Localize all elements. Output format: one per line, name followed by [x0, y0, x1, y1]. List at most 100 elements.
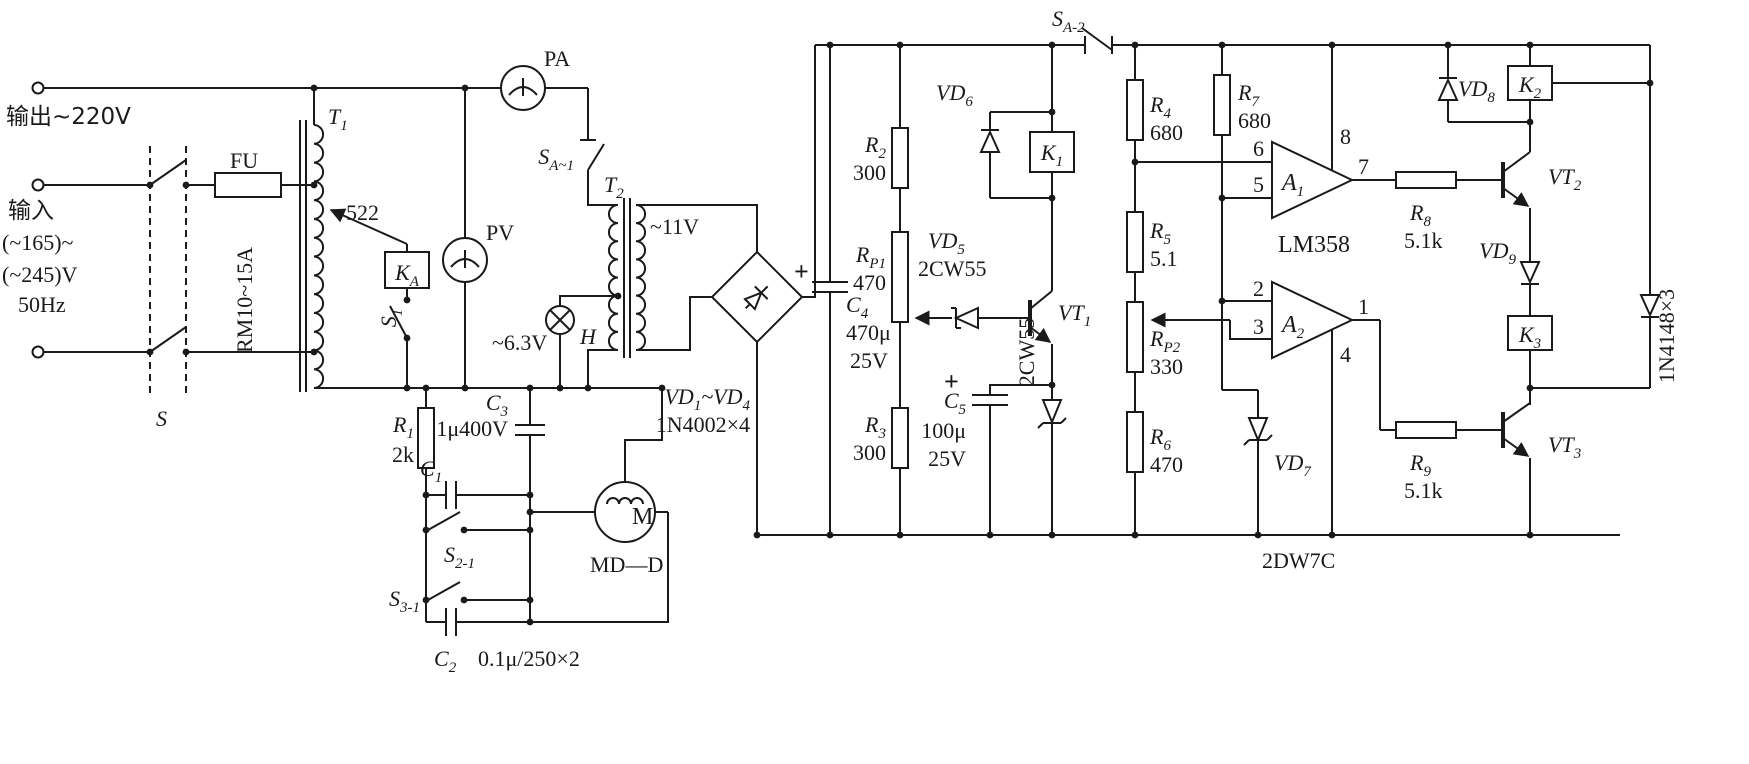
zener-vd7 [1243, 417, 1273, 446]
label-lamp-h: H [579, 324, 597, 349]
resistor-r8 [1395, 171, 1457, 189]
label-r4-value: 680 [1150, 120, 1183, 145]
label-rp1-value: 470 [853, 270, 886, 295]
label-r6: R6 [1149, 424, 1171, 454]
label-pin8: 8 [1340, 124, 1351, 149]
mains-wires [44, 87, 618, 353]
pa-needle [508, 78, 538, 96]
label-c5: C5 [944, 388, 967, 418]
label-vd9: VD9 [1479, 238, 1516, 268]
label-r3-value: 300 [853, 440, 886, 465]
motor-coil [606, 497, 644, 505]
label-pin4: 4 [1340, 342, 1351, 367]
label-range-high: (~245)V [2, 262, 78, 287]
resistor-r2 [891, 127, 909, 189]
label-pin5: 5 [1253, 172, 1264, 197]
label-output-220v: 输出~220V [6, 104, 131, 130]
switch-blades [149, 27, 1113, 601]
opamp-a1 [1271, 140, 1355, 220]
label-pin1: 1 [1358, 294, 1369, 319]
diode-1n4148-k3 [1639, 294, 1661, 318]
label-switch-sa2: SA-2 [1052, 6, 1085, 36]
label-c2: C2 [434, 646, 457, 676]
label-vd8: VD8 [1458, 76, 1495, 106]
label-input: 输入 [8, 198, 54, 224]
label-c5-voltage: 25V [928, 446, 966, 471]
label-motor-m: M [632, 504, 653, 530]
label-t2: T2 [604, 172, 624, 202]
label-pin7: 7 [1358, 154, 1369, 179]
lamp-x [549, 309, 571, 331]
relay-k3 [1507, 315, 1553, 351]
label-vt1: VT1 [1058, 300, 1091, 330]
label-r4: R4 [1149, 92, 1171, 122]
label-c1: C1 [420, 456, 442, 486]
vt2-emitter [1502, 187, 1530, 207]
resistor-r4 [1126, 79, 1144, 141]
label-522: 522 [346, 200, 379, 225]
vd5-vt1-k1-wires [972, 45, 1053, 535]
label-c5-plus: + [944, 367, 959, 396]
label-r5-value: 5.1 [1150, 246, 1178, 271]
t2-core [623, 198, 631, 358]
label-r8: R8 [1409, 200, 1431, 230]
label-r5: R5 [1149, 218, 1171, 248]
resistor-r7 [1213, 74, 1231, 136]
bridge-diode-icon [743, 285, 769, 311]
label-r1: R1 [392, 412, 414, 442]
label-c4-value: 470μ [846, 320, 891, 345]
diode-vd6 [979, 129, 1001, 153]
label-1n4002: 1N4002×4 [656, 412, 750, 437]
sense-divider-chain [1134, 45, 1272, 535]
label-rp2: RP2 [1149, 326, 1181, 356]
label-r6-value: 470 [1150, 452, 1183, 477]
label-md-d: MD—D [590, 552, 663, 577]
label-2cw55-b: 2CW55 [1014, 318, 1039, 386]
label-1n4148: 1N4148×3 [1654, 289, 1679, 383]
terminal-2 [31, 178, 45, 192]
label-pin6: 6 [1253, 136, 1264, 161]
relay-k1 [1029, 131, 1075, 173]
r7-vd7-chain [1221, 45, 1272, 535]
label-r3: R3 [864, 412, 886, 442]
label-r2-value: 300 [853, 160, 886, 185]
diode-vd8 [1437, 77, 1459, 101]
label-vt2: VT2 [1548, 164, 1582, 194]
opamp-a2 [1271, 280, 1355, 360]
label-fu: FU [230, 148, 258, 173]
vt3-emitter [1502, 437, 1530, 457]
dc-rails [757, 36, 1650, 536]
resistor-r3 [891, 407, 909, 469]
label-vd6: VD6 [936, 80, 973, 110]
fuse-fu [214, 172, 282, 198]
label-r9: R9 [1409, 450, 1431, 480]
label-2cw55-a: 2CW55 [918, 256, 986, 281]
t2-secondary [635, 204, 647, 352]
label-c3-value: 1μ400V [436, 416, 508, 441]
junction-dots [146, 41, 1654, 626]
label-lm358: LM358 [1278, 232, 1350, 258]
potentiometer-rp2 [1126, 301, 1144, 373]
transistor-bases [1028, 162, 1505, 448]
label-r7: R7 [1237, 80, 1260, 110]
t1-tap-arrow [329, 208, 408, 245]
label-pa: PA [544, 46, 570, 71]
label-pin3: 3 [1253, 314, 1264, 339]
label-r2: R2 [864, 132, 886, 162]
label-vt3: VT3 [1548, 432, 1581, 462]
left-bottom-network [314, 295, 669, 636]
labels: 输出~220V 输入 (~165)~ (~245)V 50Hz S FU RM1… [2, 6, 1679, 676]
relay-driver-wires [1447, 45, 1651, 535]
label-fuse-rating: RM10~15A [232, 247, 257, 353]
label-relay-ka: KA [394, 260, 420, 290]
label-a1: A1 [1280, 170, 1304, 200]
label-switch-sa1: SA~1 [538, 144, 574, 174]
potentiometer-rp1 [891, 231, 909, 323]
label-c4-voltage: 25V [850, 348, 888, 373]
label-vd5: VD5 [928, 228, 965, 258]
label-rp2-value: 330 [1150, 354, 1183, 379]
zener-vd5 [951, 306, 979, 330]
switch-linkage-dashed [149, 146, 187, 396]
